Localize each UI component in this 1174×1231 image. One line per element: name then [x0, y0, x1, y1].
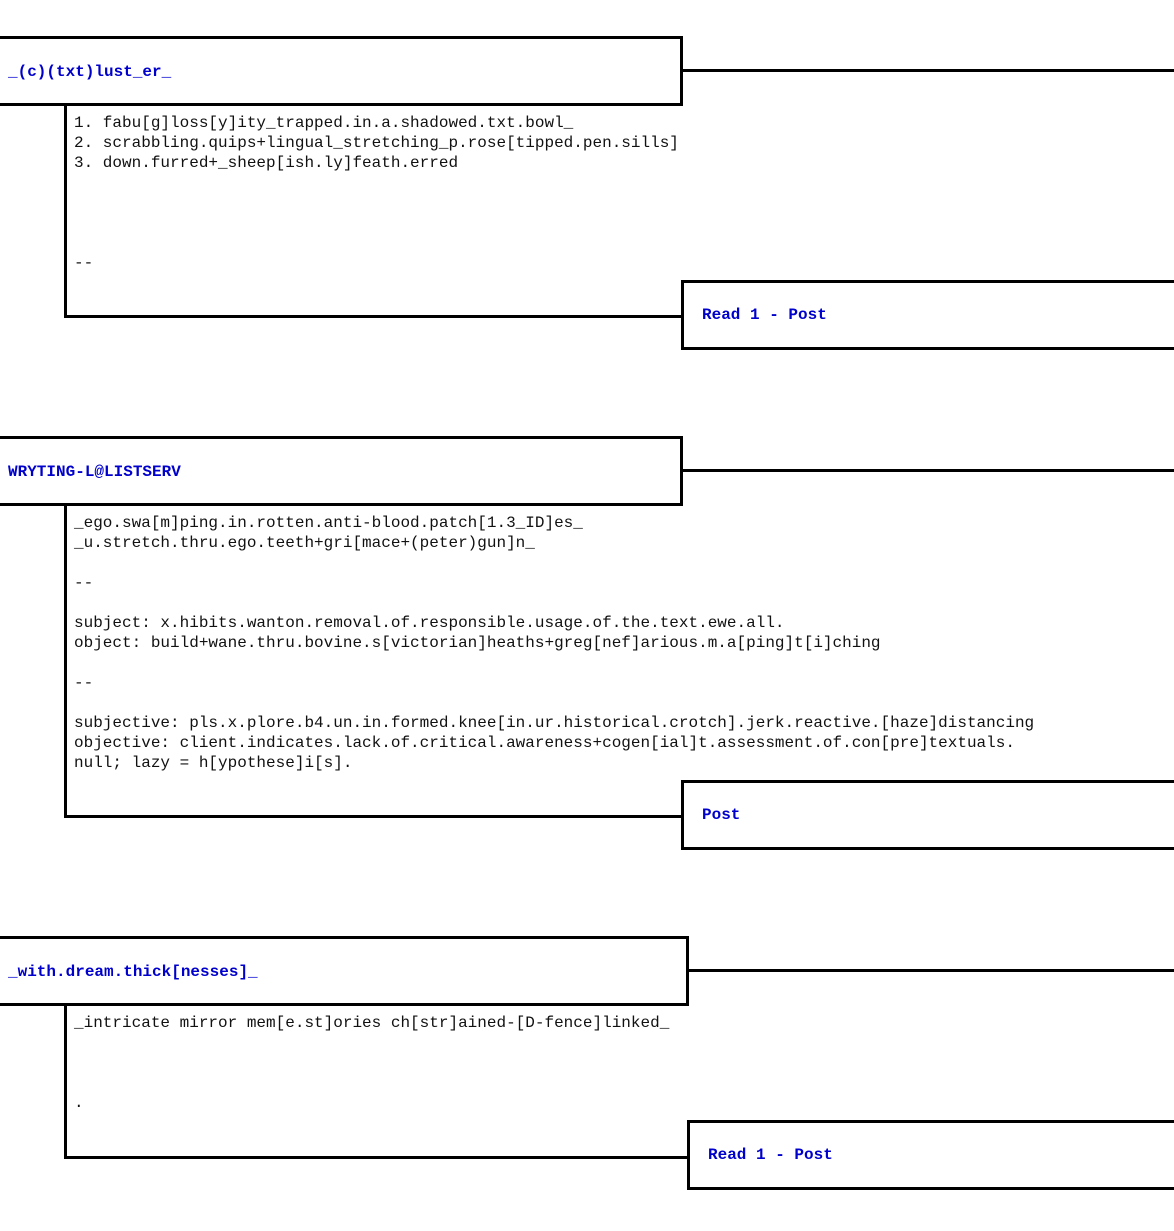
- post-link[interactable]: Post: [702, 806, 741, 824]
- post-action-box: Read 1 - Post: [681, 280, 1174, 350]
- post-body-frame: [64, 503, 687, 818]
- title-rule: [680, 469, 1174, 472]
- read-post-link[interactable]: Read 1 - Post: [702, 306, 827, 324]
- post-2: WRYTING-L@LISTSERV _ego.swa[m]ping.in.ro…: [0, 436, 1174, 851]
- post-3: _with.dream.thick[nesses]_ _intricate mi…: [0, 936, 1174, 1192]
- post-body-frame: [64, 1003, 693, 1159]
- post-title-box: WRYTING-L@LISTSERV: [0, 436, 683, 506]
- post-body-frame: [64, 103, 687, 318]
- read-post-link[interactable]: Read 1 - Post: [708, 1146, 833, 1164]
- post-body-text: _ego.swa[m]ping.in.rotten.anti-blood.pat…: [74, 514, 1035, 772]
- post-action-box: Post: [681, 780, 1174, 850]
- post-body-text: 1. fabu[g]loss[y]ity_trapped.in.a.shadow…: [74, 114, 679, 272]
- post-title-box: _(c)(txt)lust_er_: [0, 36, 683, 106]
- post-title-link[interactable]: WRYTING-L@LISTSERV: [8, 463, 181, 481]
- title-rule: [680, 69, 1174, 72]
- post-title-link[interactable]: _with.dream.thick[nesses]_: [8, 963, 258, 981]
- post-action-box: Read 1 - Post: [687, 1120, 1174, 1190]
- post-body-text: _intricate mirror mem[e.st]ories ch[str]…: [74, 1014, 670, 1112]
- post-1: _(c)(txt)lust_er_ 1. fabu[g]loss[y]ity_t…: [0, 36, 1174, 351]
- post-title-box: _with.dream.thick[nesses]_: [0, 936, 689, 1006]
- post-title-link[interactable]: _(c)(txt)lust_er_: [8, 63, 172, 81]
- title-rule: [686, 969, 1174, 972]
